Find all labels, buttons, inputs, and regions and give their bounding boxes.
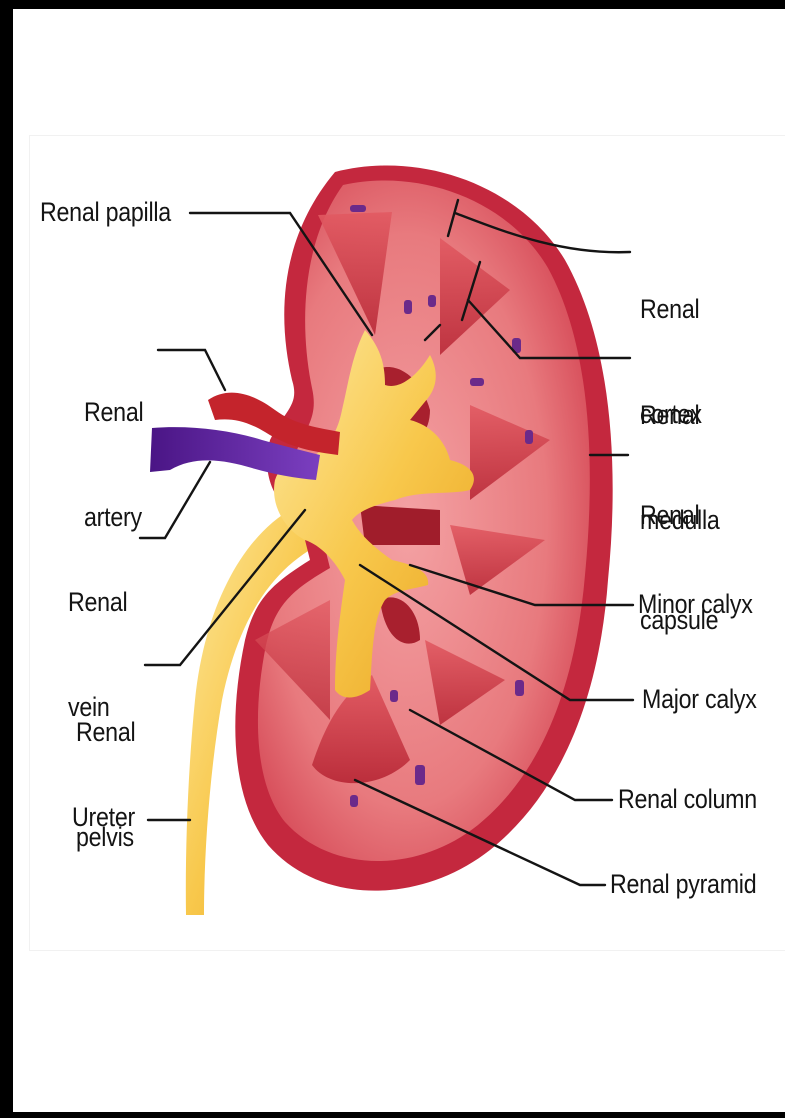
label-renal-capsule-line1: Renal: [640, 498, 718, 533]
label-renal-pelvis: Renal pelvis: [76, 645, 135, 891]
label-renal-cortex-line1: Renal: [640, 292, 702, 327]
leader-renal-artery: [158, 350, 225, 390]
leader-renal-vein: [140, 462, 210, 538]
label-renal-artery-line1: Renal: [84, 395, 143, 430]
label-renal-capsule: Renal capsule: [640, 428, 718, 674]
label-minor-calyx: Minor calyx: [638, 587, 753, 622]
label-renal-column: Renal column: [618, 782, 757, 817]
label-renal-vein-line1: Renal: [68, 585, 127, 620]
label-renal-pyramid: Renal pyramid: [610, 867, 756, 902]
label-ureter: Ureter: [72, 800, 135, 835]
label-renal-pelvis-line1: Renal: [76, 715, 135, 750]
renal-sinus-lower: [360, 505, 440, 545]
label-major-calyx: Major calyx: [642, 682, 757, 717]
label-renal-papilla: Renal papilla: [40, 195, 171, 230]
